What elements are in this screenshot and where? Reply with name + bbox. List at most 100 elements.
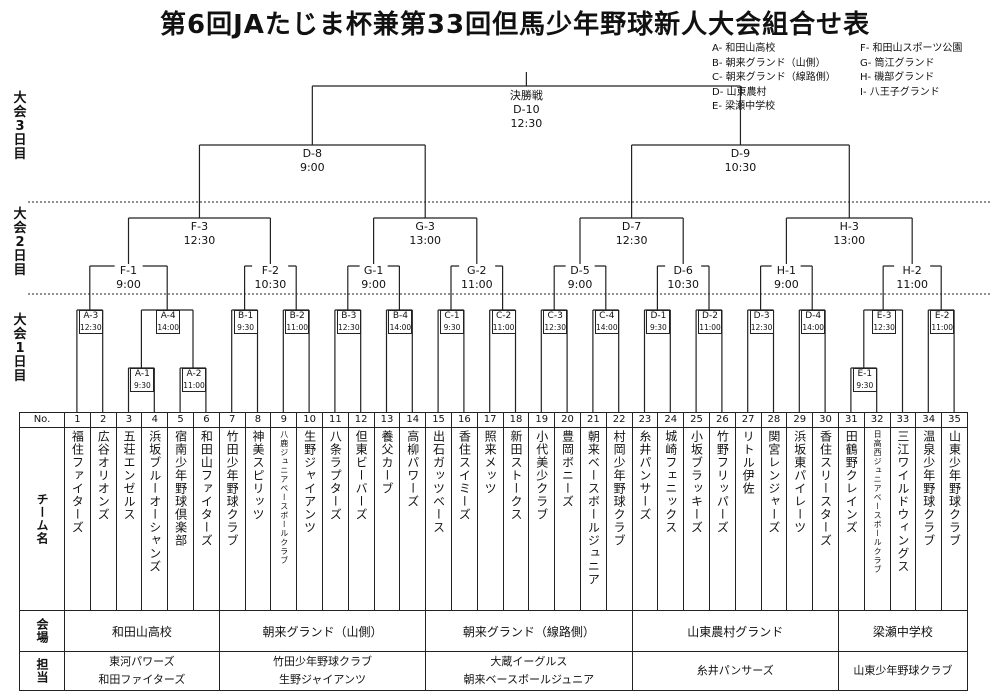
team-name: 関宮レンジャーズ [760,427,788,611]
team-number: 22 [605,412,633,428]
venue-legend-left: A- 和田山高校 B- 朝来グランド（山側） C- 朝来グランド（線路側） D-… [712,42,836,115]
team-number: 6 [192,412,220,428]
team-number: 30 [812,412,839,428]
team-name: 浜坂東パイレーツ [786,427,814,611]
team-number: 4 [141,412,169,428]
team-number: 31 [837,412,865,428]
team-number: 32 [863,412,891,428]
team-number: 13 [373,412,401,428]
venue-header: 会場 [19,610,65,652]
legend-item: B- 朝来グランド（山側） [712,57,826,69]
team-name: 浜坂ブルーオーシャンズ [141,427,169,611]
team-name: 竹田少年野球クラブ [218,427,246,611]
venue-legend-right: F- 和田山スポーツ公園 G- 筒江グランド H- 磯部グランド I- 八王子グ… [860,42,962,100]
team-number: 21 [579,412,607,428]
team-name: 養父カーブ [373,427,401,611]
day-label-2: 大会2日目 [13,207,27,278]
team-number: 20 [554,412,581,428]
team-number: 24 [657,412,685,428]
team-number: 34 [915,412,943,428]
team-name: 出石ガッツベース [425,427,452,611]
team-name: 生野ジャイアンツ [296,427,323,611]
team-number: 14 [399,412,427,428]
team-number: 8 [244,412,272,428]
day-label-1: 大会1日目 [13,313,27,384]
team-name: 香住スイミーズ [450,427,478,611]
legend-item: A- 和田山高校 [712,43,776,54]
team-number: 11 [321,412,349,428]
team-name: 三江ワイルドウィングス [889,427,917,611]
team-name: 小代美少クラブ [528,427,556,611]
venue-cell: 朝来グランド（山側） [218,610,427,652]
team-number: 35 [941,412,968,428]
staff-cell: 山東少年野球クラブ [837,651,968,691]
team-name: 竹野フリッパーズ [708,427,736,611]
team-name: 五荘エンゼルス [115,427,143,611]
team-number: 5 [167,412,194,428]
team-name: 照来メッツ [476,427,504,611]
staff-cell: 東河パワーズ 和田ファイターズ [64,651,220,691]
team-name: 糸井パンサーズ [631,427,659,611]
team-number: 1 [64,412,91,428]
team-number: 17 [476,412,504,428]
legend-item: F- 和田山スポーツ公園 [860,43,963,54]
team-number: 33 [889,412,917,428]
venue-cell: 梁瀬中学校 [837,610,968,652]
team-name: 福住ファイターズ [64,427,91,611]
team-number: 10 [296,412,323,428]
team-name: 神美スピリッツ [244,427,272,611]
venue-cell: 山東農村グランド [631,610,839,652]
team-name: 豊岡ボニーズ [554,427,581,611]
legend-item: G- 筒江グランド [860,57,935,69]
legend-item: D- 山東農村 [712,86,767,98]
team-number: 15 [425,412,452,428]
team-name: 日高西ジュニアベースボールクラブ [863,427,891,611]
team-name: 広谷オリオンズ [89,427,117,611]
staff-header: 担当 [19,651,65,691]
staff-cell: 大蔵イーグルス 朝来ベースボールジュニア [425,651,633,691]
team-number: 27 [734,412,762,428]
page-title: 第6回JAたじま杯兼第33回但馬少年野球新人大会組合せ表 [160,10,871,40]
team-number: 29 [786,412,814,428]
team-number: 7 [218,412,246,428]
team-name: 高柳パワーズ [399,427,427,611]
team-name: 但東ビーバーズ [347,427,375,611]
team-name: 山東少年野球クラブ [941,427,968,611]
team-number: 9 [270,412,298,428]
day-label-3: 大会3日目 [13,91,27,162]
team-number: 18 [502,412,530,428]
team-number: 16 [450,412,478,428]
venue-cell: 朝来グランド（線路側） [425,610,633,652]
team-number: 12 [347,412,375,428]
team-name: 小坂ブラッキーズ [683,427,710,611]
team-number: 28 [760,412,788,428]
team-number: 3 [115,412,143,428]
team-name: 城崎フェニックス [657,427,685,611]
team-name: 温泉少年野球クラブ [915,427,943,611]
team-number: 26 [708,412,736,428]
team-name: 和田山ファイターズ [192,427,220,611]
